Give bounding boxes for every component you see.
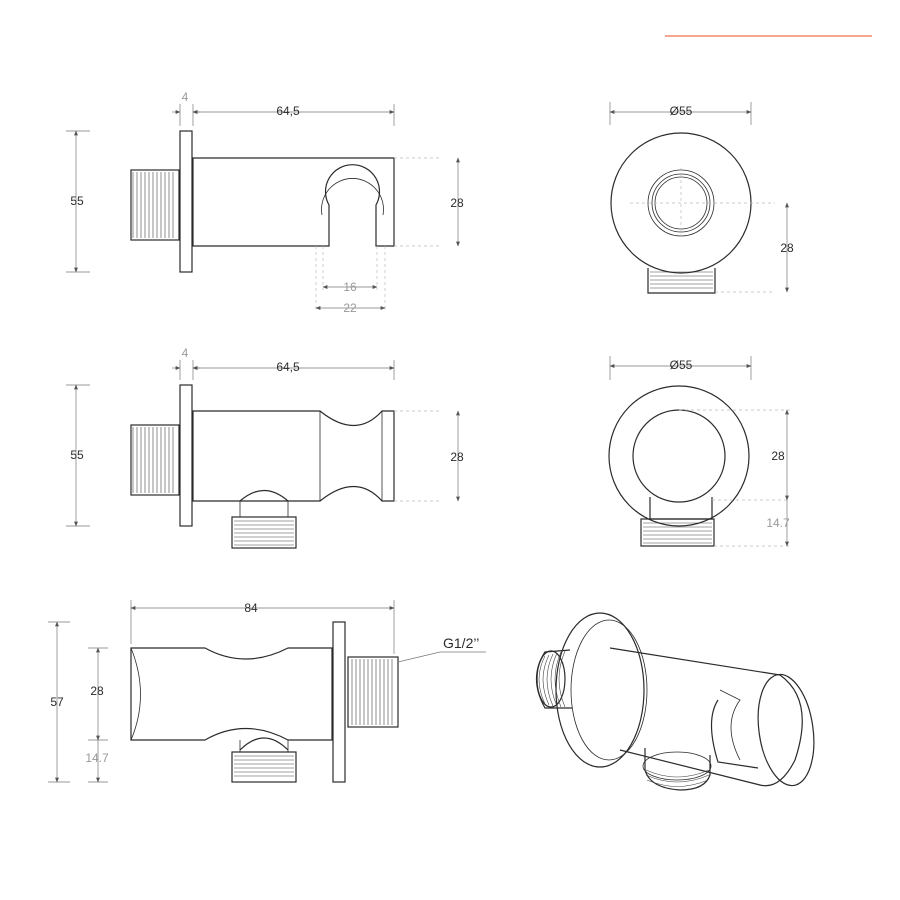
view-side-hook: 4 64,5 55 28 16 22 <box>66 90 464 315</box>
thread-lines <box>132 172 174 238</box>
view-front-round: Ø55 28 <box>609 102 794 294</box>
dim-ring-height: 28 <box>771 449 785 463</box>
dim-body-height-2: 28 <box>450 450 464 464</box>
dim-length: 64,5 <box>276 104 300 118</box>
dim-outlet-offset-2: 14.7 <box>85 751 109 765</box>
thread-lines-5 <box>351 659 393 725</box>
thread-lines-2 <box>132 427 174 493</box>
outlet-thread-lines-4 <box>234 755 294 777</box>
dim-slot-width: 16 <box>343 280 357 294</box>
dim-body-height: 28 <box>450 196 464 210</box>
outlet-thread-lines-2 <box>234 520 294 546</box>
dim-total-height: 57 <box>50 695 64 709</box>
iso-thread-lines <box>538 650 566 708</box>
dim-height: 55 <box>70 194 84 208</box>
view-side-holder: 4 64,5 55 28 <box>66 346 464 549</box>
dim-height-2: 55 <box>70 448 84 462</box>
dim-centre-height: 28 <box>780 241 794 255</box>
view-front-ring: Ø55 28 14.7 <box>608 356 790 547</box>
view-isometric <box>535 612 815 791</box>
outlet-thread-lines-3 <box>643 522 712 544</box>
dim-body-height-3: 28 <box>90 684 104 698</box>
iso-outlet-thread-lines <box>645 769 710 787</box>
outlet-thread-lines <box>650 271 713 289</box>
view-top: 84 57 28 14.7 G1/2’’ <box>48 600 486 783</box>
dim-outlet-offset: 14.7 <box>766 516 790 530</box>
dim-diameter-2: Ø55 <box>670 358 693 372</box>
dim-slot-outer-width: 22 <box>343 301 357 315</box>
dim-plate-thickness: 4 <box>182 90 189 104</box>
dim-total-length: 84 <box>244 601 258 615</box>
dim-diameter: Ø55 <box>670 104 693 118</box>
dim-plate-thickness-2: 4 <box>182 346 189 360</box>
dim-length-2: 64,5 <box>276 360 300 374</box>
thread-spec-label: G1/2’’ <box>443 635 479 651</box>
